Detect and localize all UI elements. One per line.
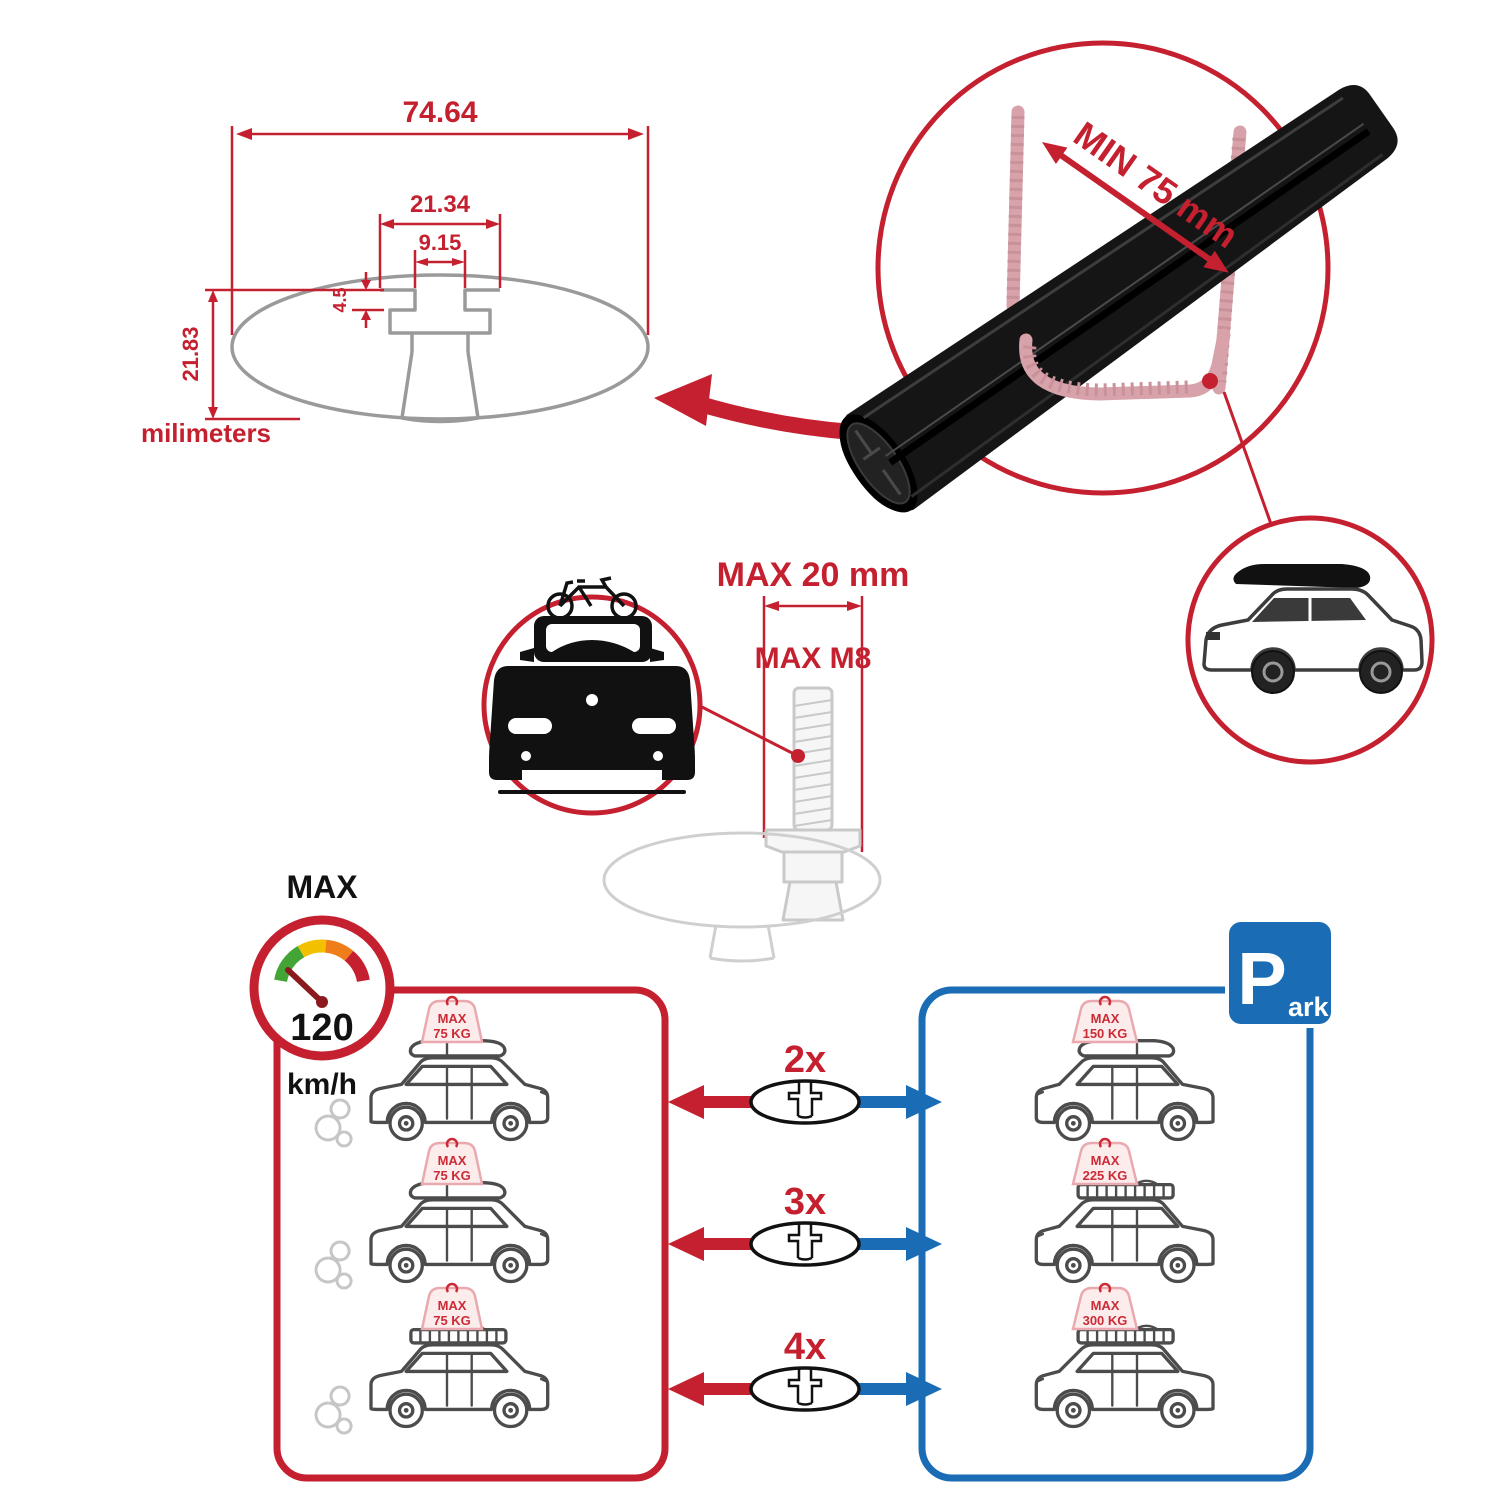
crossbar-section-icon bbox=[749, 1366, 861, 1412]
badge-value: 75 KG bbox=[433, 1168, 471, 1183]
speedometer-needle bbox=[285, 967, 325, 1005]
park-letter: P bbox=[1237, 937, 1286, 1020]
arrow-left-icon bbox=[668, 1227, 800, 1261]
driving-cars: MAX 75 KG MAX 75 KG MAX 75 KG bbox=[314, 995, 550, 1435]
badge-label: MAX bbox=[1091, 1011, 1120, 1026]
badge-label: MAX bbox=[438, 1298, 467, 1313]
bar-cross-section-ellipse bbox=[230, 273, 650, 421]
dim-outer-width-label: 21.34 bbox=[410, 191, 471, 218]
dim-line-total-height bbox=[205, 288, 352, 421]
speed-limit: MAX 120 km/h bbox=[249, 869, 395, 1101]
dim-inner-width-label: 9.15 bbox=[419, 230, 462, 255]
dim-lip-depth-label: 4.5 bbox=[330, 287, 350, 312]
badge-value: 150 KG bbox=[1083, 1026, 1128, 1041]
dim-line-total-width bbox=[230, 126, 650, 335]
crossbar-section-icon bbox=[749, 1221, 861, 1267]
connector-line bbox=[1222, 391, 1273, 525]
dim-total-height-label: 21.83 bbox=[178, 326, 203, 381]
badge-value: 300 KG bbox=[1083, 1313, 1128, 1328]
crossbar-section-icon bbox=[749, 1079, 861, 1125]
badge-value: 75 KG bbox=[433, 1026, 471, 1041]
dim-line-outer-width bbox=[378, 214, 502, 288]
speed-value: 120 bbox=[290, 1007, 353, 1049]
bar-count-rows: 2x 3x 4x bbox=[668, 1039, 942, 1412]
dimension-diagram: 74.64 21.34 9.15 4.5 21.83 milimeters bbox=[141, 96, 650, 448]
load-badge: MAX 75 KG bbox=[420, 995, 484, 1044]
park-rest: ark bbox=[1288, 992, 1330, 1022]
arrow-right-icon bbox=[810, 1372, 942, 1406]
speed-unit: km/h bbox=[287, 1068, 357, 1101]
motion-smoke-icon bbox=[314, 1385, 353, 1435]
crossbar-photo bbox=[839, 85, 1398, 513]
t-bolt-icon bbox=[764, 686, 862, 922]
u-bolt-strap-icon bbox=[1019, 328, 1231, 401]
ghost-bar-section-icon bbox=[602, 831, 882, 963]
bolt-max-length-label: MAX 20 mm bbox=[717, 556, 910, 594]
load-badge: MAX 75 KG bbox=[420, 1282, 484, 1331]
speed-max-label: MAX bbox=[286, 869, 358, 905]
car-bike-circle bbox=[481, 576, 703, 816]
load-badge: MAX 75 KG bbox=[420, 1137, 484, 1186]
load-badge: MAX 225 KG bbox=[1071, 1137, 1139, 1186]
bolt-max-thread-label: MAX M8 bbox=[755, 642, 872, 675]
load-badge: MAX 150 KG bbox=[1071, 995, 1139, 1044]
load-badge: MAX 300 KG bbox=[1071, 1282, 1139, 1331]
roofbox-suv-icon bbox=[1202, 564, 1424, 694]
roofbox-suv-circle bbox=[1185, 515, 1435, 765]
badge-value: 75 KG bbox=[433, 1313, 471, 1328]
badge-value: 225 KG bbox=[1083, 1168, 1128, 1183]
units-label: milimeters bbox=[141, 418, 271, 448]
bolt-diagram: MAX 20 mm MAX M8 bbox=[602, 556, 910, 963]
t-slot-profile bbox=[380, 288, 500, 424]
crossbar-detail-circle: MIN 75 mm bbox=[839, 40, 1398, 513]
dim-total-width-label: 74.64 bbox=[402, 96, 477, 129]
pointer-arrow-icon bbox=[654, 374, 853, 440]
motion-smoke-icon bbox=[314, 1098, 353, 1148]
bar-count-label: 3x bbox=[784, 1181, 826, 1223]
motion-smoke-icon bbox=[314, 1240, 353, 1290]
badge-label: MAX bbox=[438, 1011, 467, 1026]
arrow-left-icon bbox=[668, 1372, 800, 1406]
arrow-left-icon bbox=[668, 1085, 800, 1119]
bolt-dim-lines bbox=[762, 596, 864, 852]
car-front-icon bbox=[489, 616, 695, 794]
bar-count-label: 2x bbox=[784, 1039, 826, 1081]
clamp-anchor-dot bbox=[1202, 373, 1218, 389]
bolt-anchor-dot bbox=[791, 749, 805, 763]
badge-label: MAX bbox=[438, 1153, 467, 1168]
badge-label: MAX bbox=[1091, 1298, 1120, 1313]
bolt-leader-line bbox=[699, 704, 799, 758]
dim-line-inner-width bbox=[413, 250, 467, 288]
bar-count-label: 4x bbox=[784, 1326, 826, 1368]
arrow-right-icon bbox=[810, 1227, 942, 1261]
dim-line-lip-depth bbox=[352, 272, 384, 328]
parked-cars: MAX 150 KG MAX 225 KG MAX 300 KG bbox=[1034, 995, 1215, 1429]
arrow-right-icon bbox=[810, 1085, 942, 1119]
park-sign: P ark bbox=[1225, 918, 1335, 1028]
badge-label: MAX bbox=[1091, 1153, 1120, 1168]
